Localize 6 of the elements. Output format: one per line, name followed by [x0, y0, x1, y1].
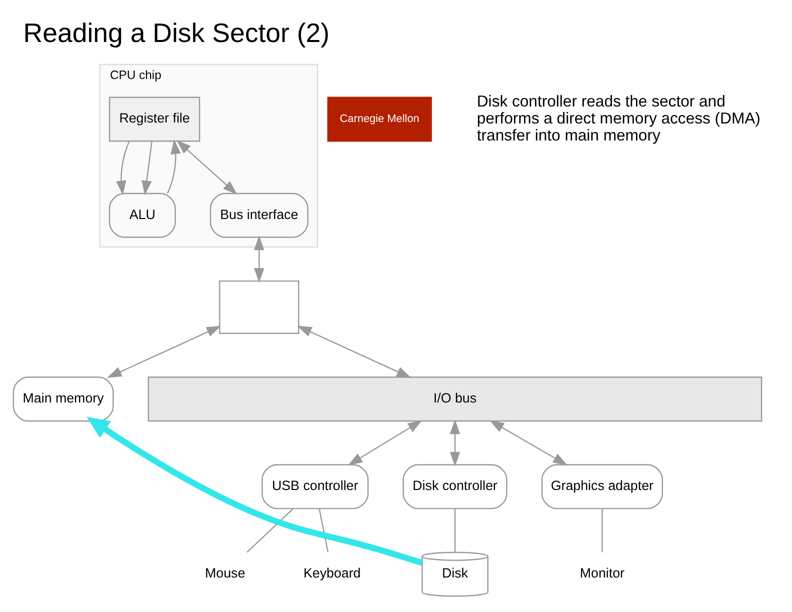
- node-text: Keyboard: [304, 566, 361, 581]
- label: Carnegie Mellon: [340, 112, 420, 125]
- node-text: Monitor: [580, 566, 624, 581]
- label: Disk controller reads the sector and performs a direct memory access (DMA) transfer into main memory: [476, 93, 760, 144]
- node-text: Mouse: [205, 566, 246, 581]
- diagram-title: Reading a Disk Sector (2): [23, 18, 330, 48]
